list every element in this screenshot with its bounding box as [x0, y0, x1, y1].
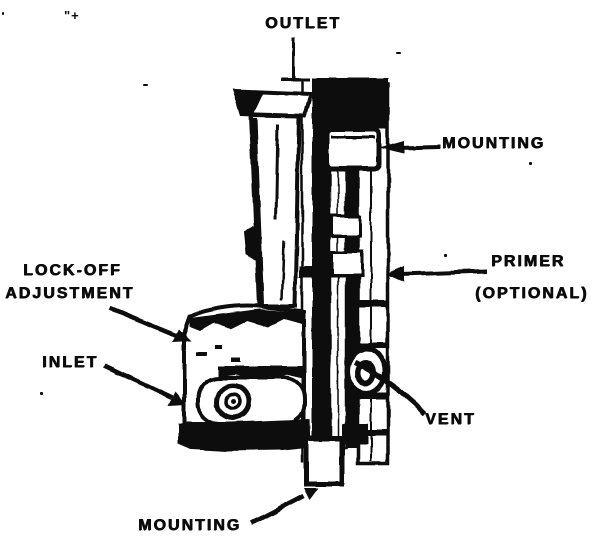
scan-speckle	[40, 392, 43, 395]
mounting-bracket	[299, 78, 390, 465]
scan-speckle	[2, 12, 4, 15]
vent-label: VENT	[425, 411, 476, 428]
adjustment-label: ADJUSTMENT	[5, 285, 135, 302]
inlet-arrow	[103, 363, 186, 406]
mounting-boss-top	[324, 126, 382, 172]
scan-speckle	[396, 52, 401, 54]
mounting-top-arrow	[379, 141, 442, 154]
mounting-bottom-label: MOUNTING	[138, 517, 242, 534]
mounting-bottom-arrow	[250, 488, 319, 525]
scan-speckle	[444, 254, 447, 257]
base-plate	[178, 419, 311, 451]
lockoff-arrow	[109, 305, 191, 342]
outlet-label: OUTLET	[265, 15, 341, 32]
scan-stray-mark: "+	[64, 8, 80, 23]
vent-leader-line	[352, 359, 427, 416]
inlet-label: INLET	[42, 354, 99, 371]
mounting-top-label: MOUNTING	[442, 135, 546, 152]
scan-speckle	[143, 84, 148, 86]
inlet-boss	[196, 376, 307, 426]
lockoff-label: LOCK-OFF	[23, 262, 122, 279]
primer-label: PRIMER	[491, 253, 566, 270]
primer-optional-label: (OPTIONAL)	[475, 285, 589, 302]
outlet-stub	[232, 88, 314, 308]
inlet-screw-center	[230, 399, 236, 405]
scan-speckle	[529, 162, 532, 165]
mounting-tab-bottom	[303, 424, 368, 487]
outlet-leader-line	[281, 38, 310, 82]
callout-arrows	[103, 38, 488, 525]
primer-arrow	[386, 266, 488, 282]
